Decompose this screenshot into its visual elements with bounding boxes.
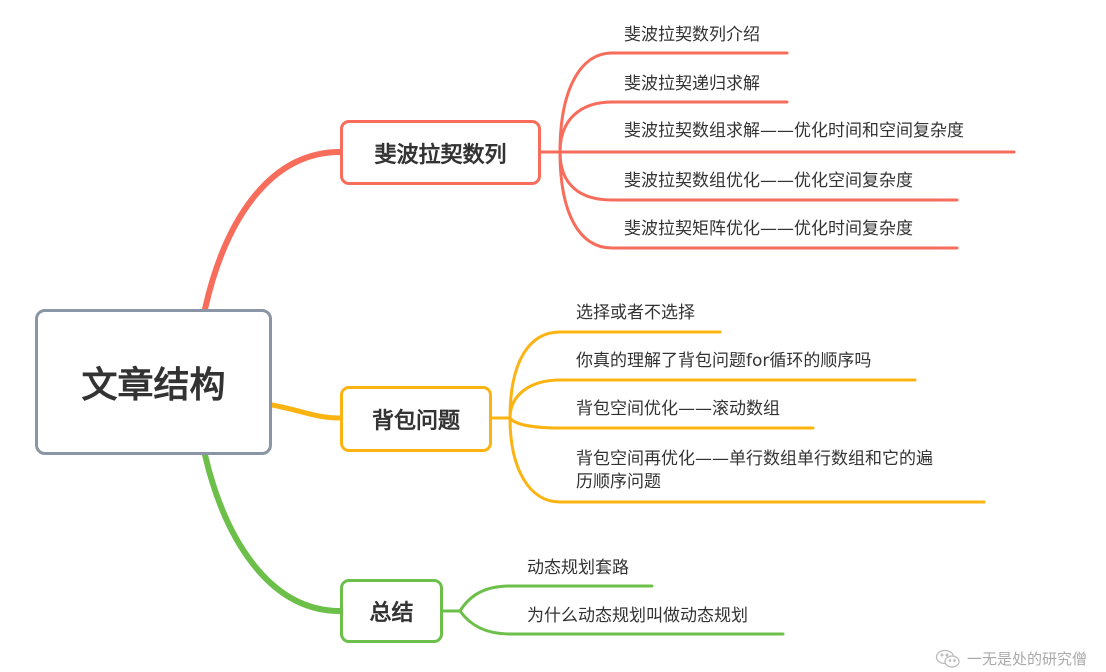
root-label: 文章结构 xyxy=(81,365,226,406)
leaf-node[interactable]: 斐波拉契数组求解——优化时间和空间复杂度 xyxy=(624,121,964,141)
watermark-text: 一无是处的研究僧 xyxy=(967,650,1088,668)
root-node[interactable]: 文章结构 xyxy=(35,309,272,455)
leaf-node-continued: 历顺序问题 xyxy=(576,472,661,492)
watermark: 一无是处的研究僧 xyxy=(935,648,1087,669)
leaf-node[interactable]: 选择或者不选择 xyxy=(576,303,695,323)
branch-label: 背包问题 xyxy=(371,409,460,434)
link-root-summary xyxy=(202,452,343,614)
leaf-node[interactable]: 动态规划套路 xyxy=(527,558,629,578)
branch-node-summary[interactable]: 总结 xyxy=(340,579,443,643)
leaf-node[interactable]: 斐波拉契矩阵优化——优化时间复杂度 xyxy=(624,219,913,239)
leaf-node[interactable]: 你真的理解了背包问题for循环的顺序吗 xyxy=(576,351,872,371)
wechat-icon xyxy=(935,649,960,668)
leaf-node[interactable]: 背包空间再优化——单行数组单行数组和它的遍 xyxy=(576,449,933,469)
leaf-node[interactable]: 斐波拉契数列介绍 xyxy=(624,25,760,45)
branch-label: 斐波拉契数列 xyxy=(374,142,507,168)
branch-label: 总结 xyxy=(369,601,414,626)
leaf-node[interactable]: 斐波拉契递归求解 xyxy=(624,74,760,94)
branch-node-knapsack[interactable]: 背包问题 xyxy=(340,386,492,452)
leaf-node[interactable]: 斐波拉契数组优化——优化空间复杂度 xyxy=(624,171,913,191)
leaf-node[interactable]: 背包空间优化——滚动数组 xyxy=(576,399,780,419)
branch-node-fibonacci[interactable]: 斐波拉契数列 xyxy=(340,120,541,185)
link-root-fib xyxy=(202,149,343,312)
leaf-node[interactable]: 为什么动态规划叫做动态规划 xyxy=(527,606,748,626)
link-root-knapsack xyxy=(269,402,343,421)
